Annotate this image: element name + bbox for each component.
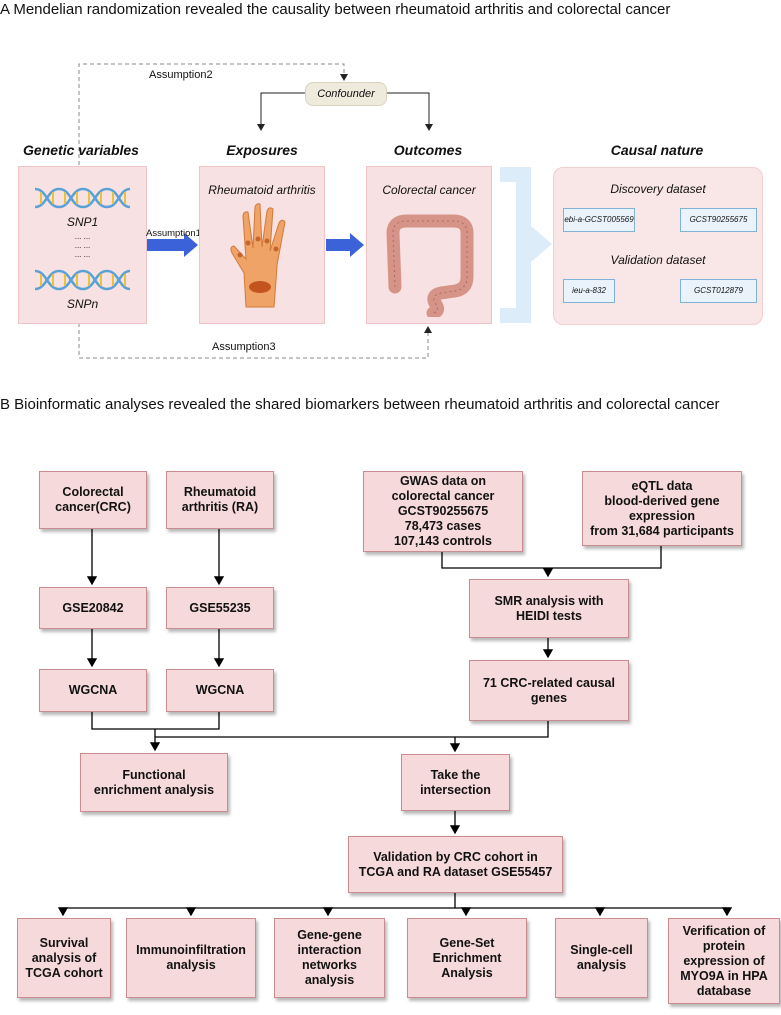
confounder-box: Confounder bbox=[305, 82, 387, 106]
discovery-title: Discovery dataset bbox=[610, 182, 706, 196]
gsea-box: Gene-Set Enrichment Analysis bbox=[407, 918, 527, 998]
causal-nature-header: Causal nature bbox=[610, 142, 704, 158]
functional-enrichment-box: Functional enrichment analysis bbox=[80, 753, 228, 812]
outcome-box: Colorectal cancer bbox=[366, 166, 492, 324]
gene-gene-box: Gene-gene interaction networks analysis bbox=[274, 918, 385, 998]
exposure-box: Rheumatoid arthritis bbox=[199, 166, 325, 324]
assumption1-arrow bbox=[147, 233, 198, 257]
survival-analysis-box: Survival analysis of TCGA cohort bbox=[17, 918, 111, 998]
dots-row-3: ... ... bbox=[74, 250, 91, 259]
assumption3-line bbox=[78, 323, 432, 359]
validation-to-box: GCST012879 bbox=[680, 279, 757, 303]
confounder-to-exposure-line bbox=[257, 92, 305, 131]
dna-icon-top bbox=[35, 187, 130, 209]
dna-icon-bottom bbox=[35, 269, 130, 291]
causal-genes-box: 71 CRC-related causal genes bbox=[469, 660, 629, 721]
outcomes-header: Outcomes bbox=[393, 142, 463, 158]
colon-icon bbox=[386, 214, 474, 317]
causal-nature-box: Discovery dataset ebi-a-GCST005569 GCST9… bbox=[553, 167, 763, 325]
wgcna-crc-box: WGCNA bbox=[39, 669, 147, 712]
gwas-box: GWAS data on colorectal cancer GCST90255… bbox=[363, 471, 523, 552]
exposures-header: Exposures bbox=[226, 142, 298, 158]
panel-a-title: A Mendelian randomization revealed the c… bbox=[0, 1, 671, 18]
outcome-label: Colorectal cancer bbox=[382, 183, 476, 197]
dots-row-2: ... ... bbox=[74, 241, 91, 250]
snpn-label: SNPn bbox=[66, 297, 99, 311]
intersection-box: Take the intersection bbox=[401, 754, 510, 811]
verification-box: Verification of protein expression of MY… bbox=[668, 918, 780, 1004]
immunoinfiltration-box: Immunoinfiltration analysis bbox=[126, 918, 256, 998]
discovery-to-box: GCST90255675 bbox=[680, 208, 757, 232]
validation-box: Validation by CRC cohort in TCGA and RA … bbox=[348, 836, 563, 893]
gse20842-box: GSE20842 bbox=[39, 587, 147, 629]
gse55235-box: GSE55235 bbox=[166, 587, 274, 629]
hand-icon bbox=[230, 203, 286, 308]
validation-title: Validation dataset bbox=[610, 253, 706, 267]
genetic-variables-box: SNP1 ... ... ... ... ... ... SNPn bbox=[18, 166, 147, 324]
bracket-shape bbox=[500, 167, 552, 323]
discovery-from-box: ebi-a-GCST005569 bbox=[563, 208, 635, 232]
confounder-to-outcome-line bbox=[385, 92, 433, 131]
single-cell-box: Single-cell analysis bbox=[555, 918, 648, 998]
assumption1-label: Assumption1 bbox=[146, 228, 201, 239]
crc-box: Colorectal cancer(CRC) bbox=[39, 471, 147, 529]
panel-b-title: B Bioinformatic analyses revealed the sh… bbox=[0, 396, 720, 413]
exposure-label: Rheumatoid arthritis bbox=[208, 183, 316, 197]
assumption3-label: Assumption3 bbox=[212, 341, 276, 353]
smr-box: SMR analysis with HEIDI tests bbox=[469, 579, 629, 638]
exposure-outcome-arrow bbox=[326, 233, 364, 257]
genetic-variables-header: Genetic variables bbox=[23, 142, 139, 158]
dots-row-1: ... ... bbox=[74, 232, 91, 241]
assumption2-line bbox=[78, 63, 348, 165]
validation-from-box: ieu-a-832 bbox=[563, 279, 615, 303]
wgcna-ra-box: WGCNA bbox=[166, 669, 274, 712]
snp1-label: SNP1 bbox=[66, 215, 99, 229]
eqtl-box: eQTL data blood-derived gene expression … bbox=[582, 471, 742, 546]
ra-box: Rheumatoid arthritis (RA) bbox=[166, 471, 274, 529]
assumption2-label: Assumption2 bbox=[149, 69, 213, 81]
